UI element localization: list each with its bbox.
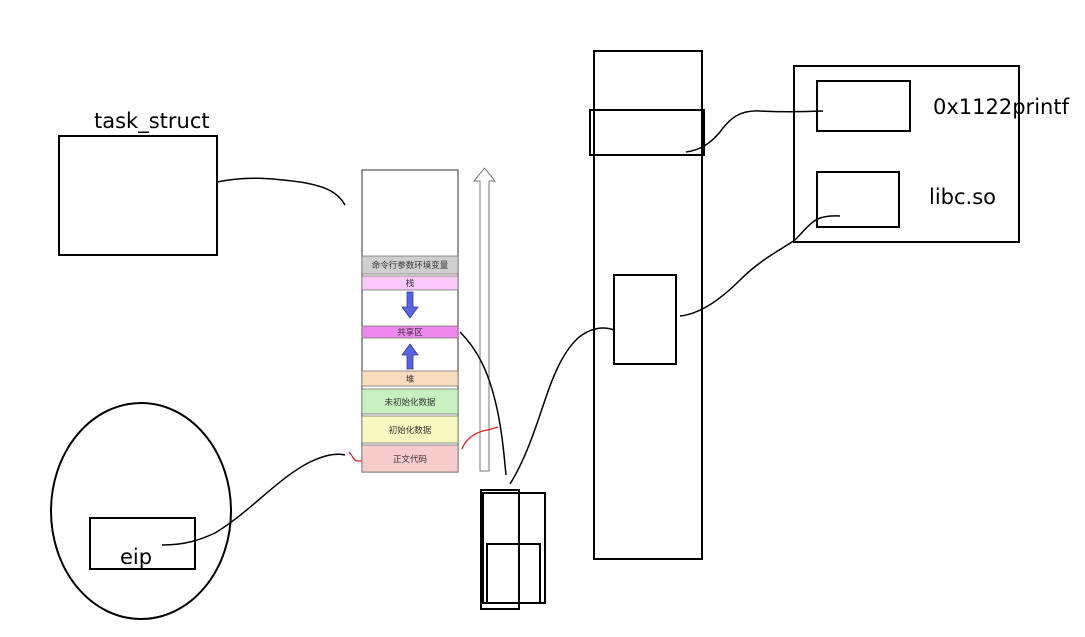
segment-heap bbox=[361, 370, 459, 387]
address-space: 命令行参数环境变量 栈 共享区 堆 未初始化数据 初始化数据 正文代码 bbox=[361, 169, 459, 473]
segment-stack bbox=[361, 275, 459, 291]
page-table-narrow-box bbox=[480, 489, 520, 610]
heap-grow-up-arrow-icon bbox=[401, 343, 419, 370]
task-struct-link-line bbox=[216, 177, 346, 206]
eip-red-mark bbox=[348, 451, 368, 462]
segment-shared bbox=[361, 325, 459, 339]
libc-label: libc.so bbox=[929, 185, 996, 209]
segment-text-label: 正文代码 bbox=[393, 454, 427, 465]
libc-file-box bbox=[816, 171, 900, 228]
segment-heap-label: 堆 bbox=[406, 374, 415, 385]
libc-link-line bbox=[679, 215, 841, 317]
cpu-ellipse bbox=[50, 402, 232, 620]
physical-memory-printf-block bbox=[589, 109, 705, 156]
task-struct-label: task_struct bbox=[94, 109, 210, 134]
eip-label: eip bbox=[120, 545, 152, 569]
libc-container-box bbox=[793, 65, 1020, 243]
printf-symbol-box bbox=[816, 80, 911, 132]
shared-region-link-line bbox=[459, 331, 507, 476]
data-red-mark bbox=[461, 426, 499, 450]
segment-bss-label: 未初始化数据 bbox=[384, 397, 436, 408]
segment-data bbox=[361, 415, 459, 444]
physical-memory-libc-block bbox=[613, 274, 677, 365]
segment-data-label: 初始化数据 bbox=[389, 425, 432, 436]
page-table bbox=[480, 489, 546, 610]
page-table-to-memory-line bbox=[509, 327, 615, 485]
printf-link-line bbox=[685, 110, 824, 153]
eip-link-line bbox=[161, 453, 346, 546]
printf-address-label: 0x1122printf bbox=[933, 95, 1070, 119]
task-struct-box bbox=[58, 135, 218, 256]
segment-stack-label: 栈 bbox=[406, 278, 415, 289]
segment-shared-label: 共享区 bbox=[397, 327, 423, 338]
segment-env-label: 命令行参数环境变量 bbox=[372, 260, 449, 271]
stack-grow-down-arrow-icon bbox=[401, 291, 419, 319]
physical-memory-column bbox=[593, 50, 703, 560]
address-grow-up-arrow-icon bbox=[472, 167, 497, 472]
segment-text bbox=[361, 444, 459, 473]
eip-register-box bbox=[89, 517, 196, 570]
page-table-inner-box bbox=[486, 543, 541, 604]
segment-env bbox=[361, 255, 459, 275]
page-table-outer-box bbox=[482, 492, 546, 604]
segment-bss bbox=[361, 388, 459, 415]
